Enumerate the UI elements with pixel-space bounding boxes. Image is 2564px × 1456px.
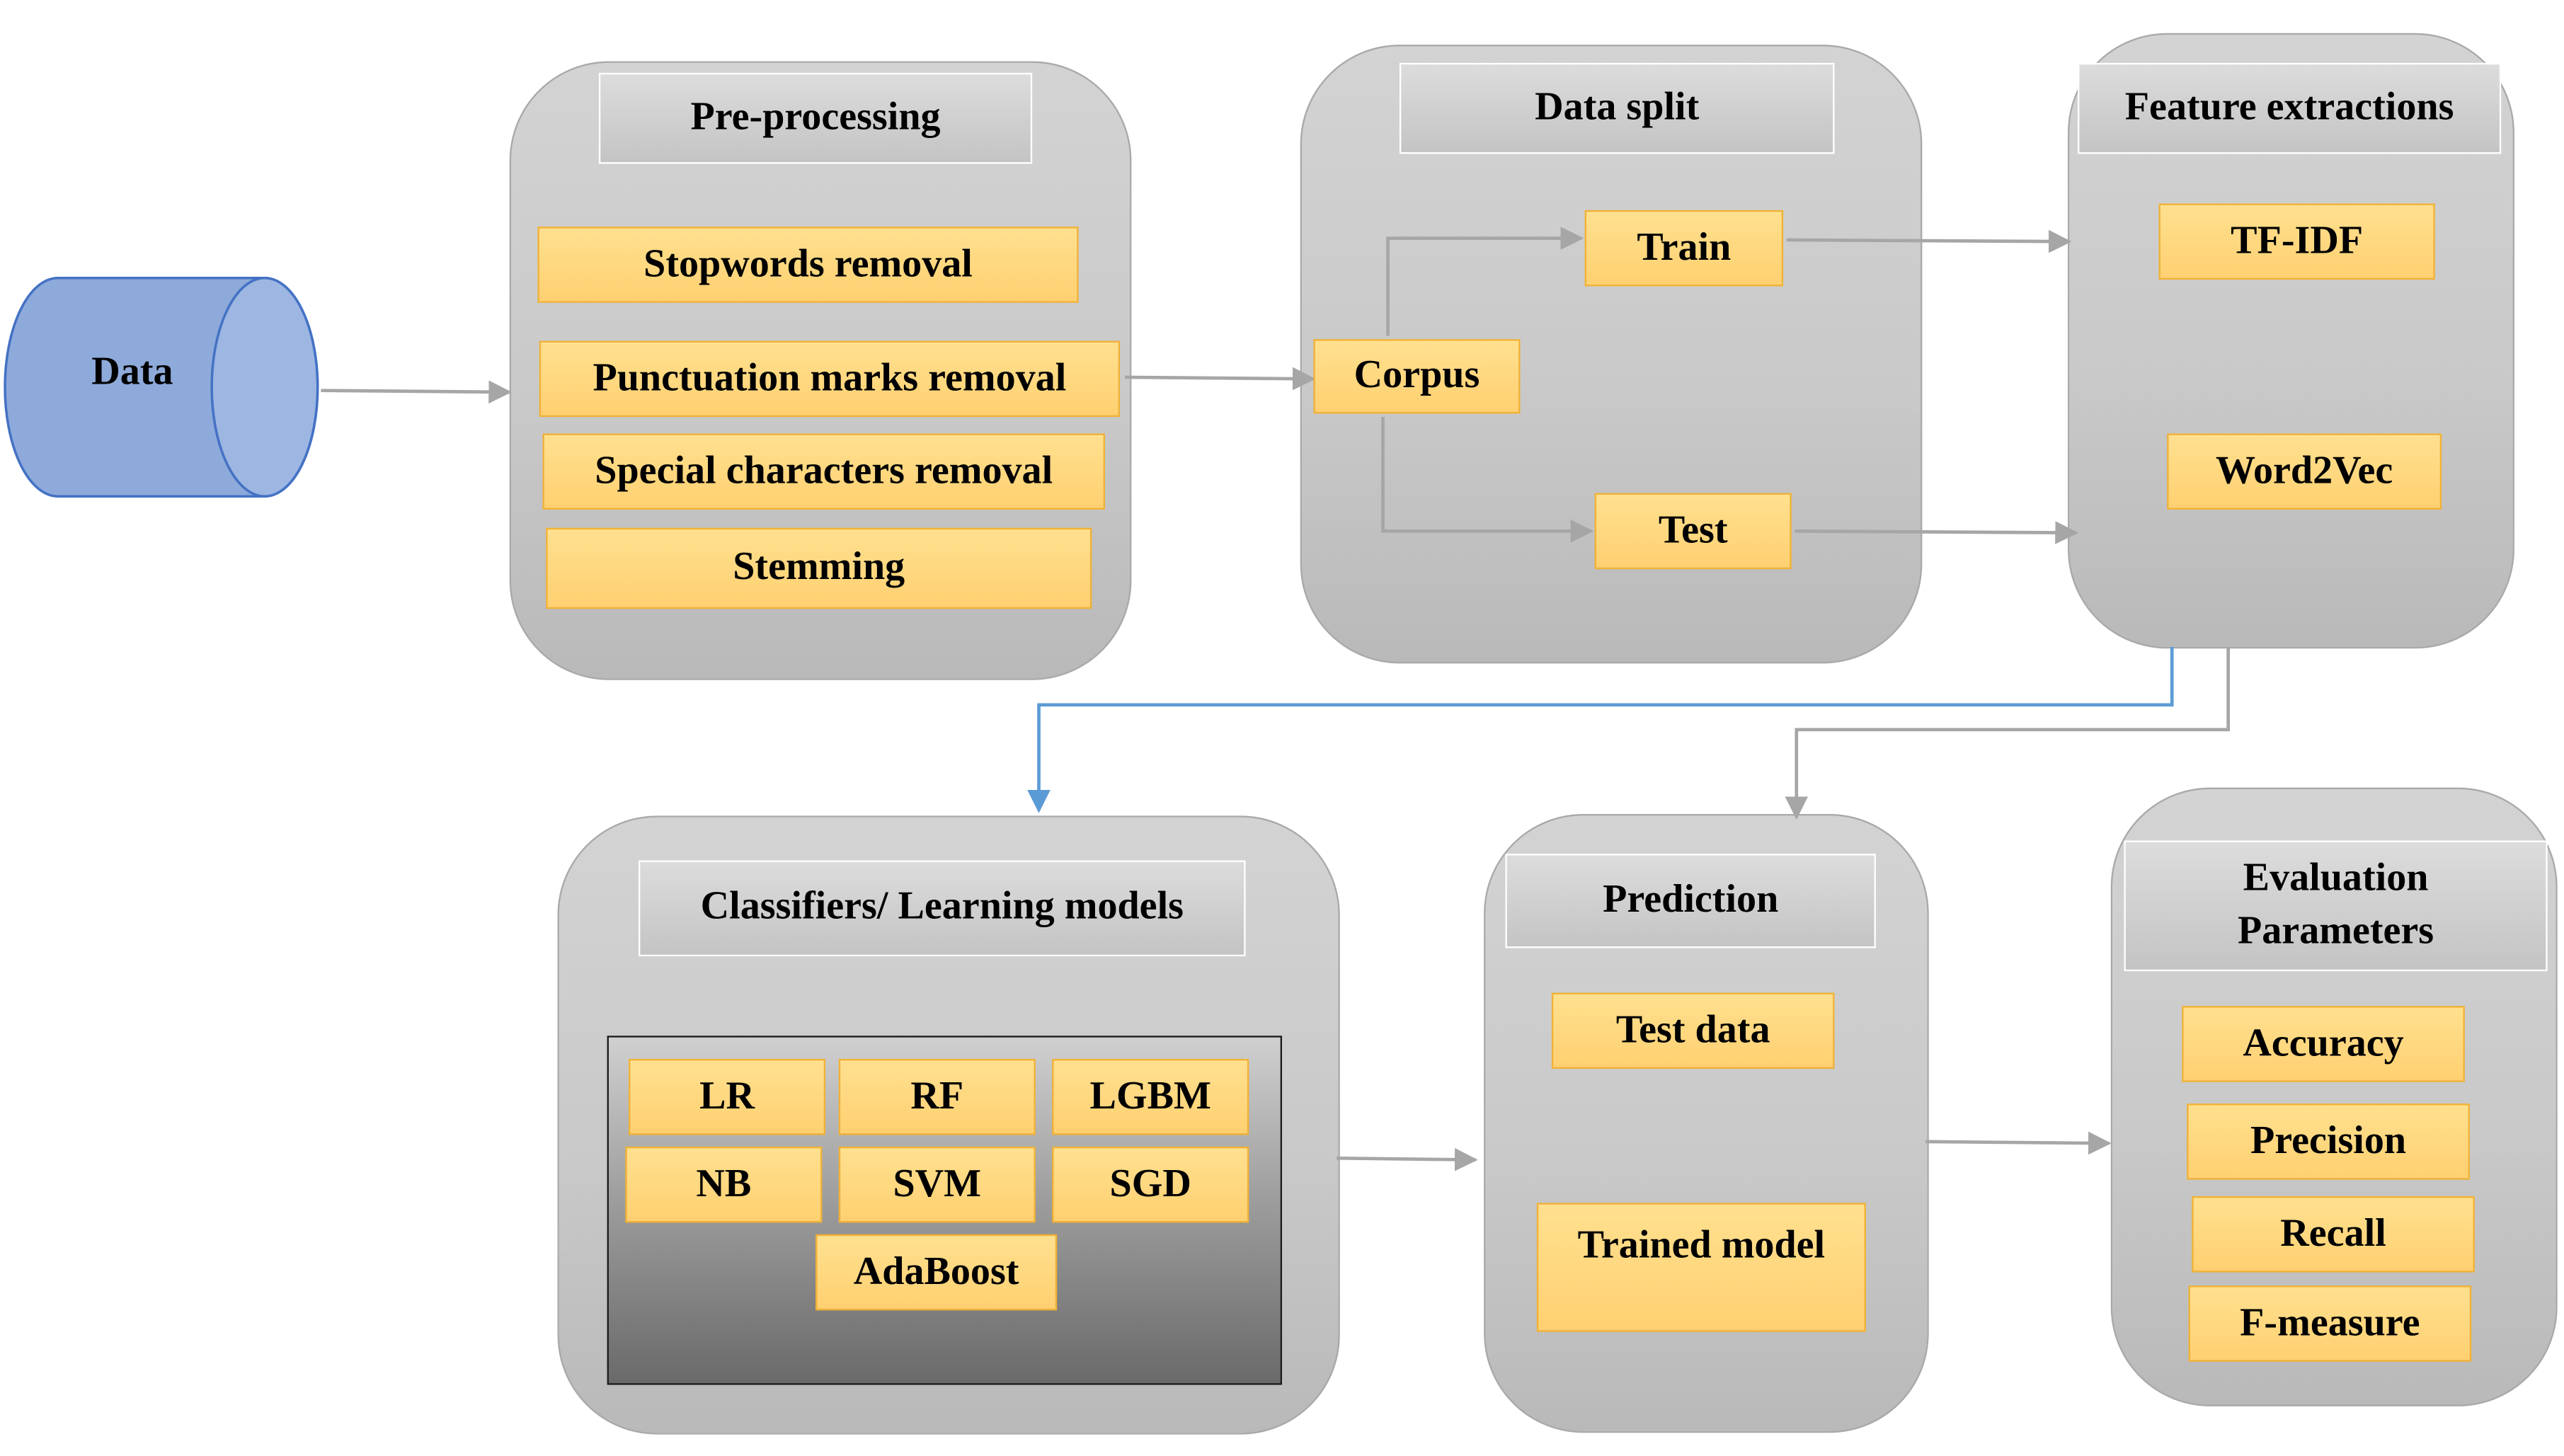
step-stemming: Stemming [546, 527, 1092, 609]
metric-precision: Precision [2187, 1104, 2470, 1180]
model-svm: SVM [838, 1146, 1036, 1223]
metric-recall: Recall [2192, 1196, 2475, 1273]
test-data-box: Test data [1551, 992, 1835, 1070]
tf-idf-box: TF-IDF [2158, 203, 2435, 280]
data-label: Data [91, 350, 173, 394]
model-sgd: SGD [1052, 1146, 1249, 1223]
step-punctuation-removal: Punctuation marks removal [539, 340, 1121, 418]
test-box: Test [1594, 493, 1792, 570]
step-stopwords-removal: Stopwords removal [537, 227, 1079, 303]
data-split-title: Data split [1399, 62, 1835, 154]
preprocessing-title: Pre-processing [598, 72, 1033, 164]
word2vec-box: Word2Vec [2167, 433, 2442, 510]
metric-accuracy: Accuracy [2182, 1006, 2465, 1082]
arrow-features-to-prediction [1785, 646, 2231, 820]
evaluation-title: Evaluation Parameters [2124, 840, 2548, 972]
evaluation-title-line2: Parameters [2237, 909, 2434, 953]
prediction-title: Prediction [1505, 854, 1876, 948]
classifiers-title: Classifiers/ Learning models [639, 860, 1246, 957]
corpus-box: Corpus [1313, 339, 1521, 414]
model-adaboost: AdaBoost [815, 1234, 1058, 1311]
evaluation-title-line1: Evaluation [2243, 857, 2429, 901]
model-lgbm: LGBM [1052, 1059, 1249, 1135]
database-cylinder-icon [4, 276, 319, 498]
arrow-data-to-preprocessing [321, 380, 513, 404]
model-rf: RF [838, 1059, 1036, 1135]
arrow-preprocessing-to-corpus [1125, 367, 1316, 391]
arrow-classifiers-to-prediction [1337, 1147, 1478, 1171]
model-nb: NB [625, 1146, 823, 1223]
feature-extraction-title: Feature extractions [2078, 62, 2502, 154]
model-lr: LR [628, 1059, 826, 1135]
arrow-prediction-to-evaluation [1925, 1131, 2112, 1155]
train-box: Train [1584, 210, 1784, 287]
metric-f-measure: F-measure [2188, 1285, 2472, 1362]
trained-model-box: Trained model [1536, 1203, 1866, 1332]
arrow-features-to-classifiers [1027, 646, 2174, 813]
step-special-characters-removal: Special characters removal [542, 433, 1105, 510]
